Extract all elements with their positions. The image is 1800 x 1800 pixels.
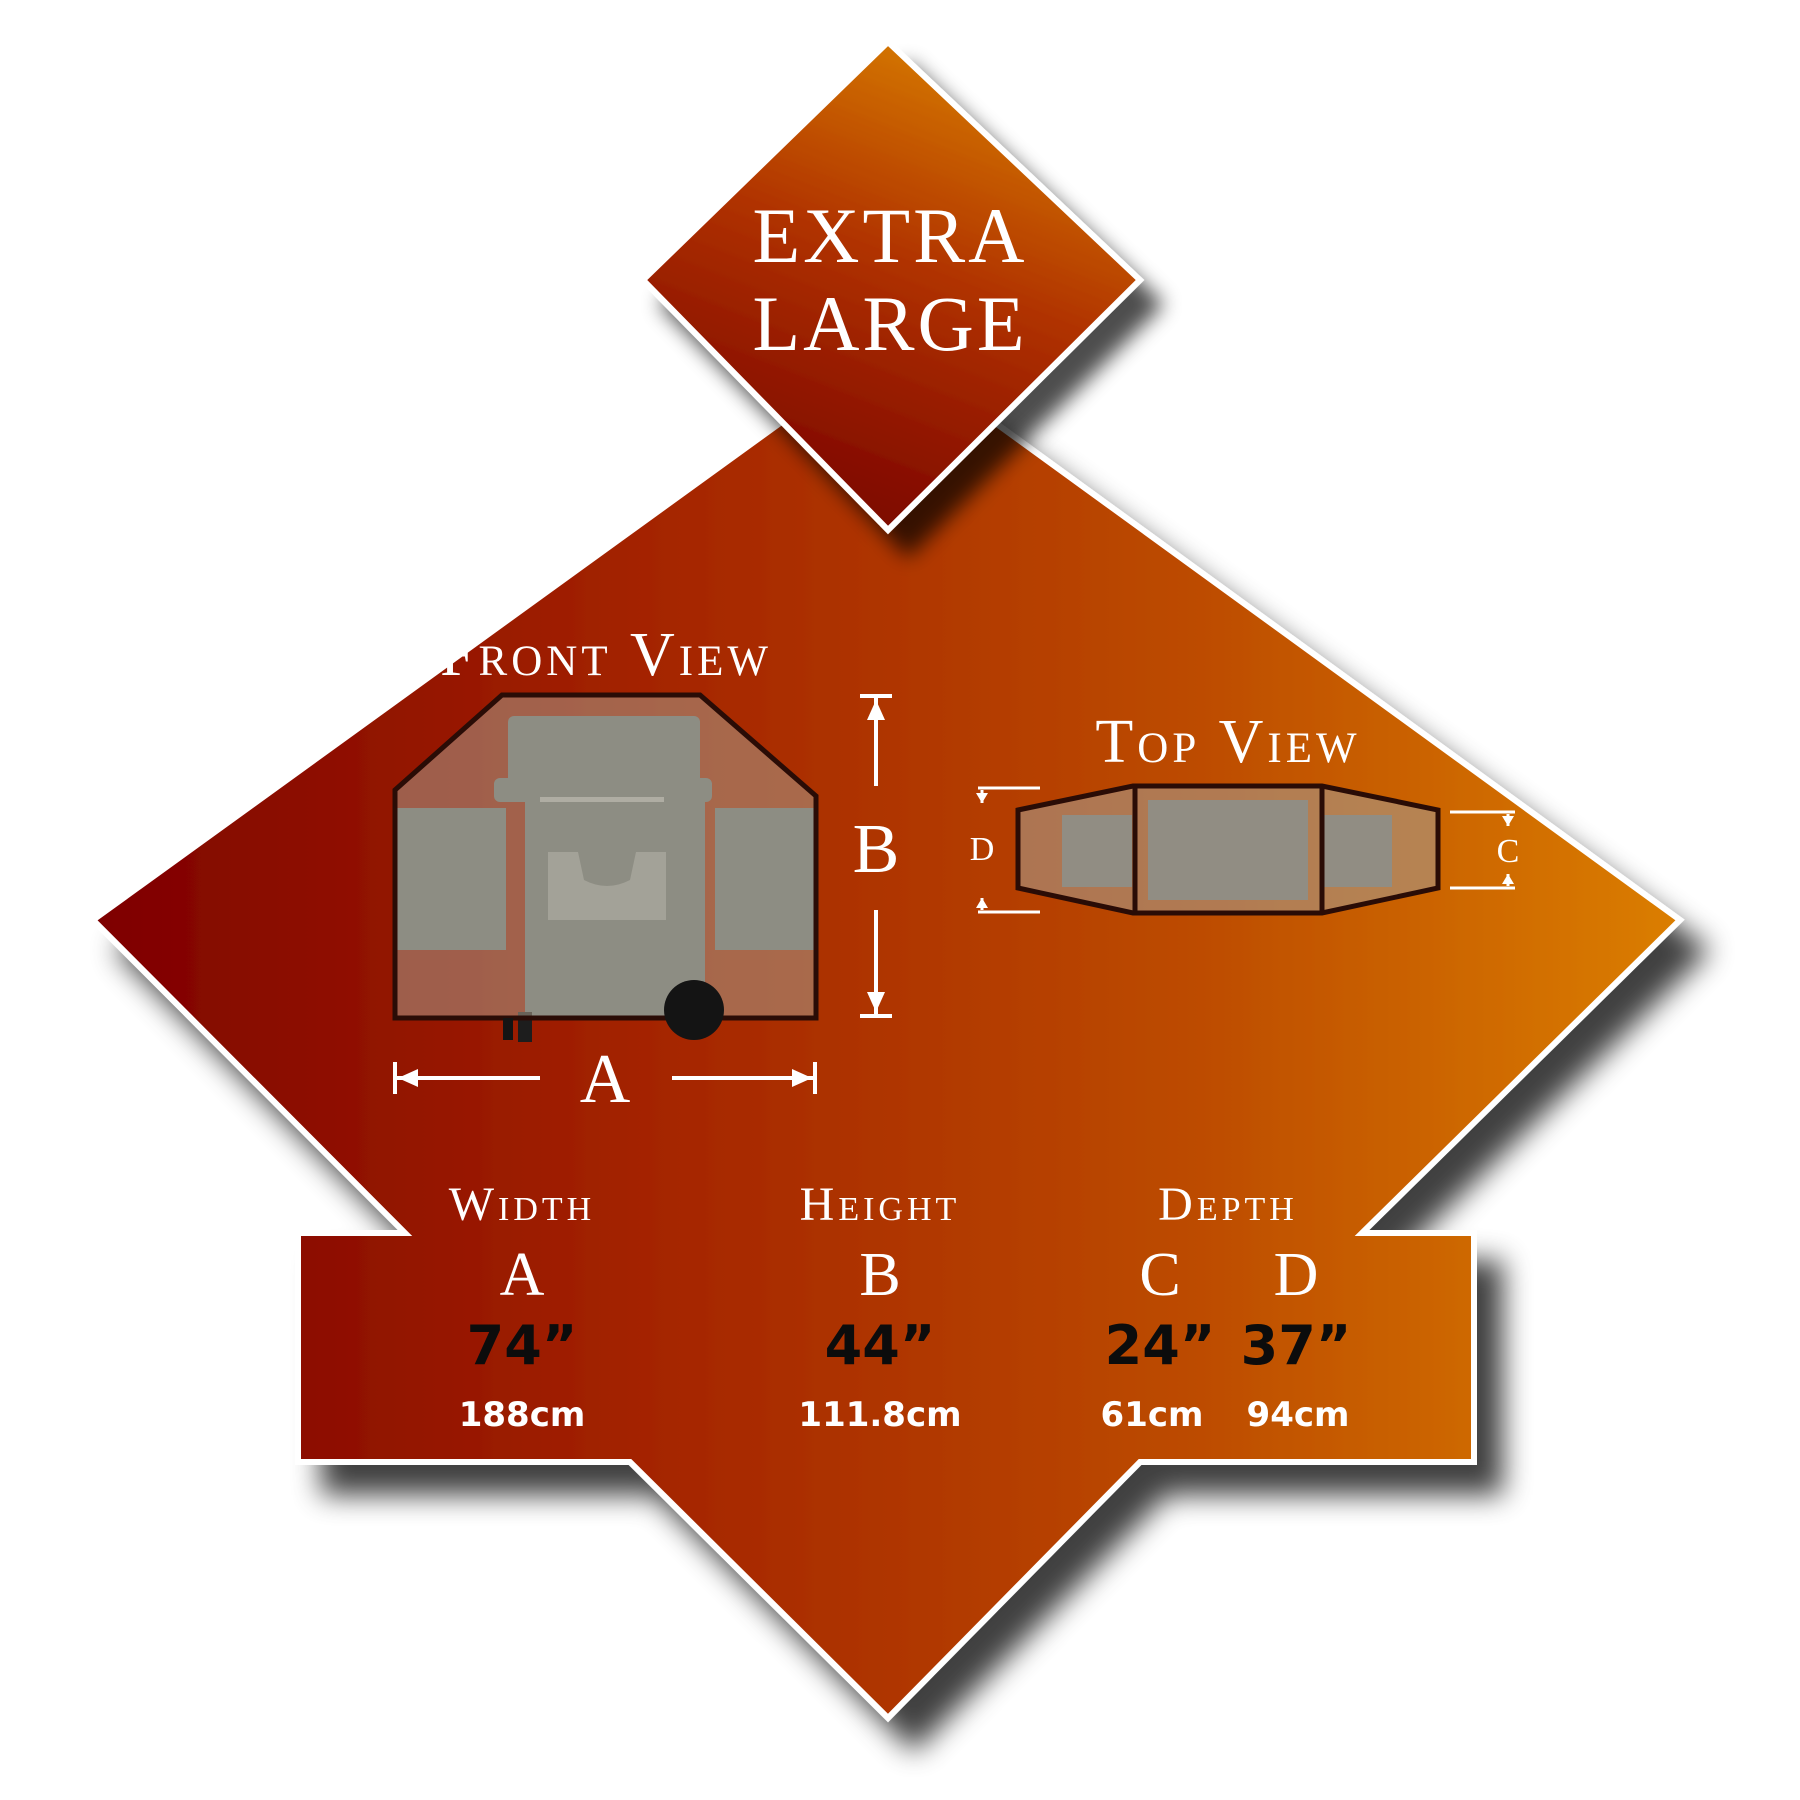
front-view-grill-diagram xyxy=(392,692,819,1042)
depth-heading: Depth xyxy=(1158,1178,1298,1231)
grill-cover-front xyxy=(392,692,819,1021)
size-badge xyxy=(638,37,1145,535)
height-inches: 44” xyxy=(825,1314,936,1377)
depth-c-cm: 61cm xyxy=(1101,1395,1204,1435)
height-letter: B xyxy=(859,1241,900,1309)
depth-d-cm: 94cm xyxy=(1247,1395,1350,1435)
dimension-d-arrow xyxy=(976,786,1040,914)
depth-d-inches: 37” xyxy=(1241,1314,1352,1377)
dimensions-table: Width A 74” 188cm Height B 44” 111.8cm D… xyxy=(449,1178,1352,1435)
width-heading: Width xyxy=(449,1178,596,1231)
dimension-d-label: D xyxy=(970,831,995,868)
grill-leg xyxy=(503,1018,513,1040)
grill-cover-top xyxy=(1015,783,1441,916)
height-heading: Height xyxy=(800,1178,961,1231)
width-letter: A xyxy=(500,1241,545,1309)
depth-c-inches: 24” xyxy=(1105,1314,1216,1377)
dimension-a-arrow xyxy=(393,1062,817,1094)
height-cm: 111.8cm xyxy=(798,1395,961,1435)
grill-wheel xyxy=(664,980,724,1040)
width-cm: 188cm xyxy=(459,1395,586,1435)
badge-line-1: EXTRA xyxy=(753,192,1028,279)
main-panel xyxy=(88,341,1685,1723)
badge-line-2: LARGE xyxy=(753,280,1028,367)
depth-c-letter: C xyxy=(1139,1241,1180,1309)
dimension-a-label: A xyxy=(580,1041,631,1118)
dimension-b-label: B xyxy=(853,811,900,888)
dimension-b-arrow xyxy=(860,694,892,1018)
dimension-c-label: C xyxy=(1497,833,1520,870)
top-view-title: Top View xyxy=(1095,708,1360,776)
dimension-c-arrow xyxy=(1450,810,1515,890)
top-view-grill-diagram xyxy=(1015,783,1441,916)
front-view-title: Front View xyxy=(440,621,772,689)
width-inches: 74” xyxy=(467,1314,578,1377)
depth-d-letter: D xyxy=(1274,1241,1319,1309)
